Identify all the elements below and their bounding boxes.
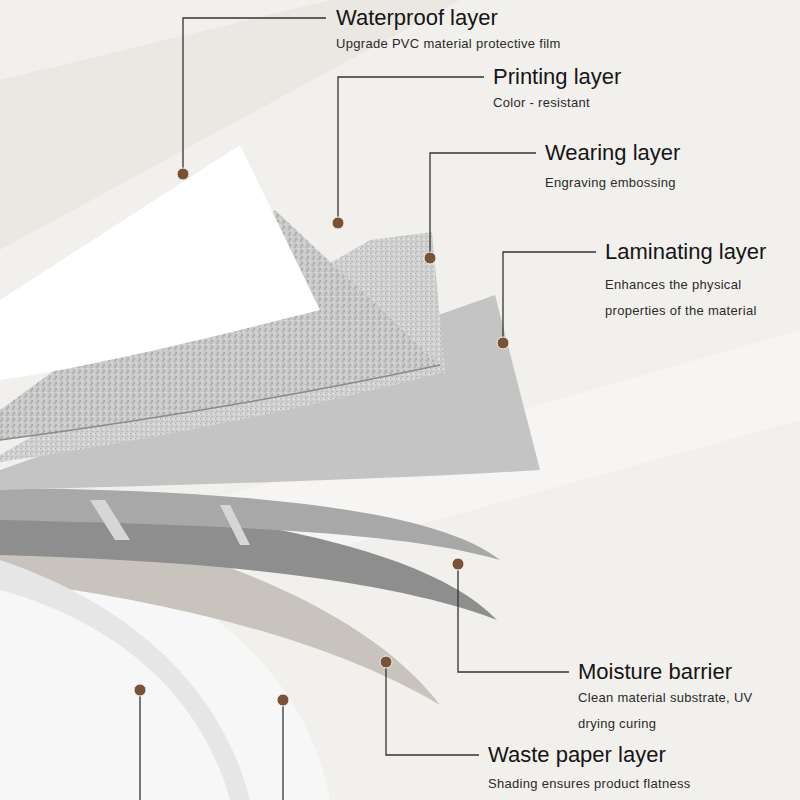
layer-note: Shading ensures product flatness	[488, 771, 788, 797]
layer-note: Upgrade PVC material protective film	[336, 31, 636, 57]
layer-name: Printing layer	[493, 64, 783, 90]
layer-name: Laminating layer	[605, 239, 795, 265]
layer-name: Waterproof layer	[336, 5, 636, 31]
sheet-edge	[0, 365, 440, 440]
layer-name: Wearing layer	[545, 140, 790, 166]
moisture-barrier-sheet	[0, 488, 500, 560]
leader-dots	[134, 168, 509, 706]
leader-lines	[140, 18, 596, 800]
layer-name: Moisture barrier	[578, 659, 788, 685]
sheen-mark	[90, 500, 250, 545]
layer-name: Waste paper layer	[488, 742, 788, 768]
bottom-white-layer	[0, 560, 250, 800]
layer-note: Clean material substrate, UV drying curi…	[578, 685, 763, 737]
layer-note: Color - resistant	[493, 90, 783, 116]
waterproof-layer-sheet	[0, 145, 320, 380]
layer-note: Enhances the physical properties of the …	[605, 272, 790, 324]
layer-note: Engraving embossing	[545, 170, 790, 196]
